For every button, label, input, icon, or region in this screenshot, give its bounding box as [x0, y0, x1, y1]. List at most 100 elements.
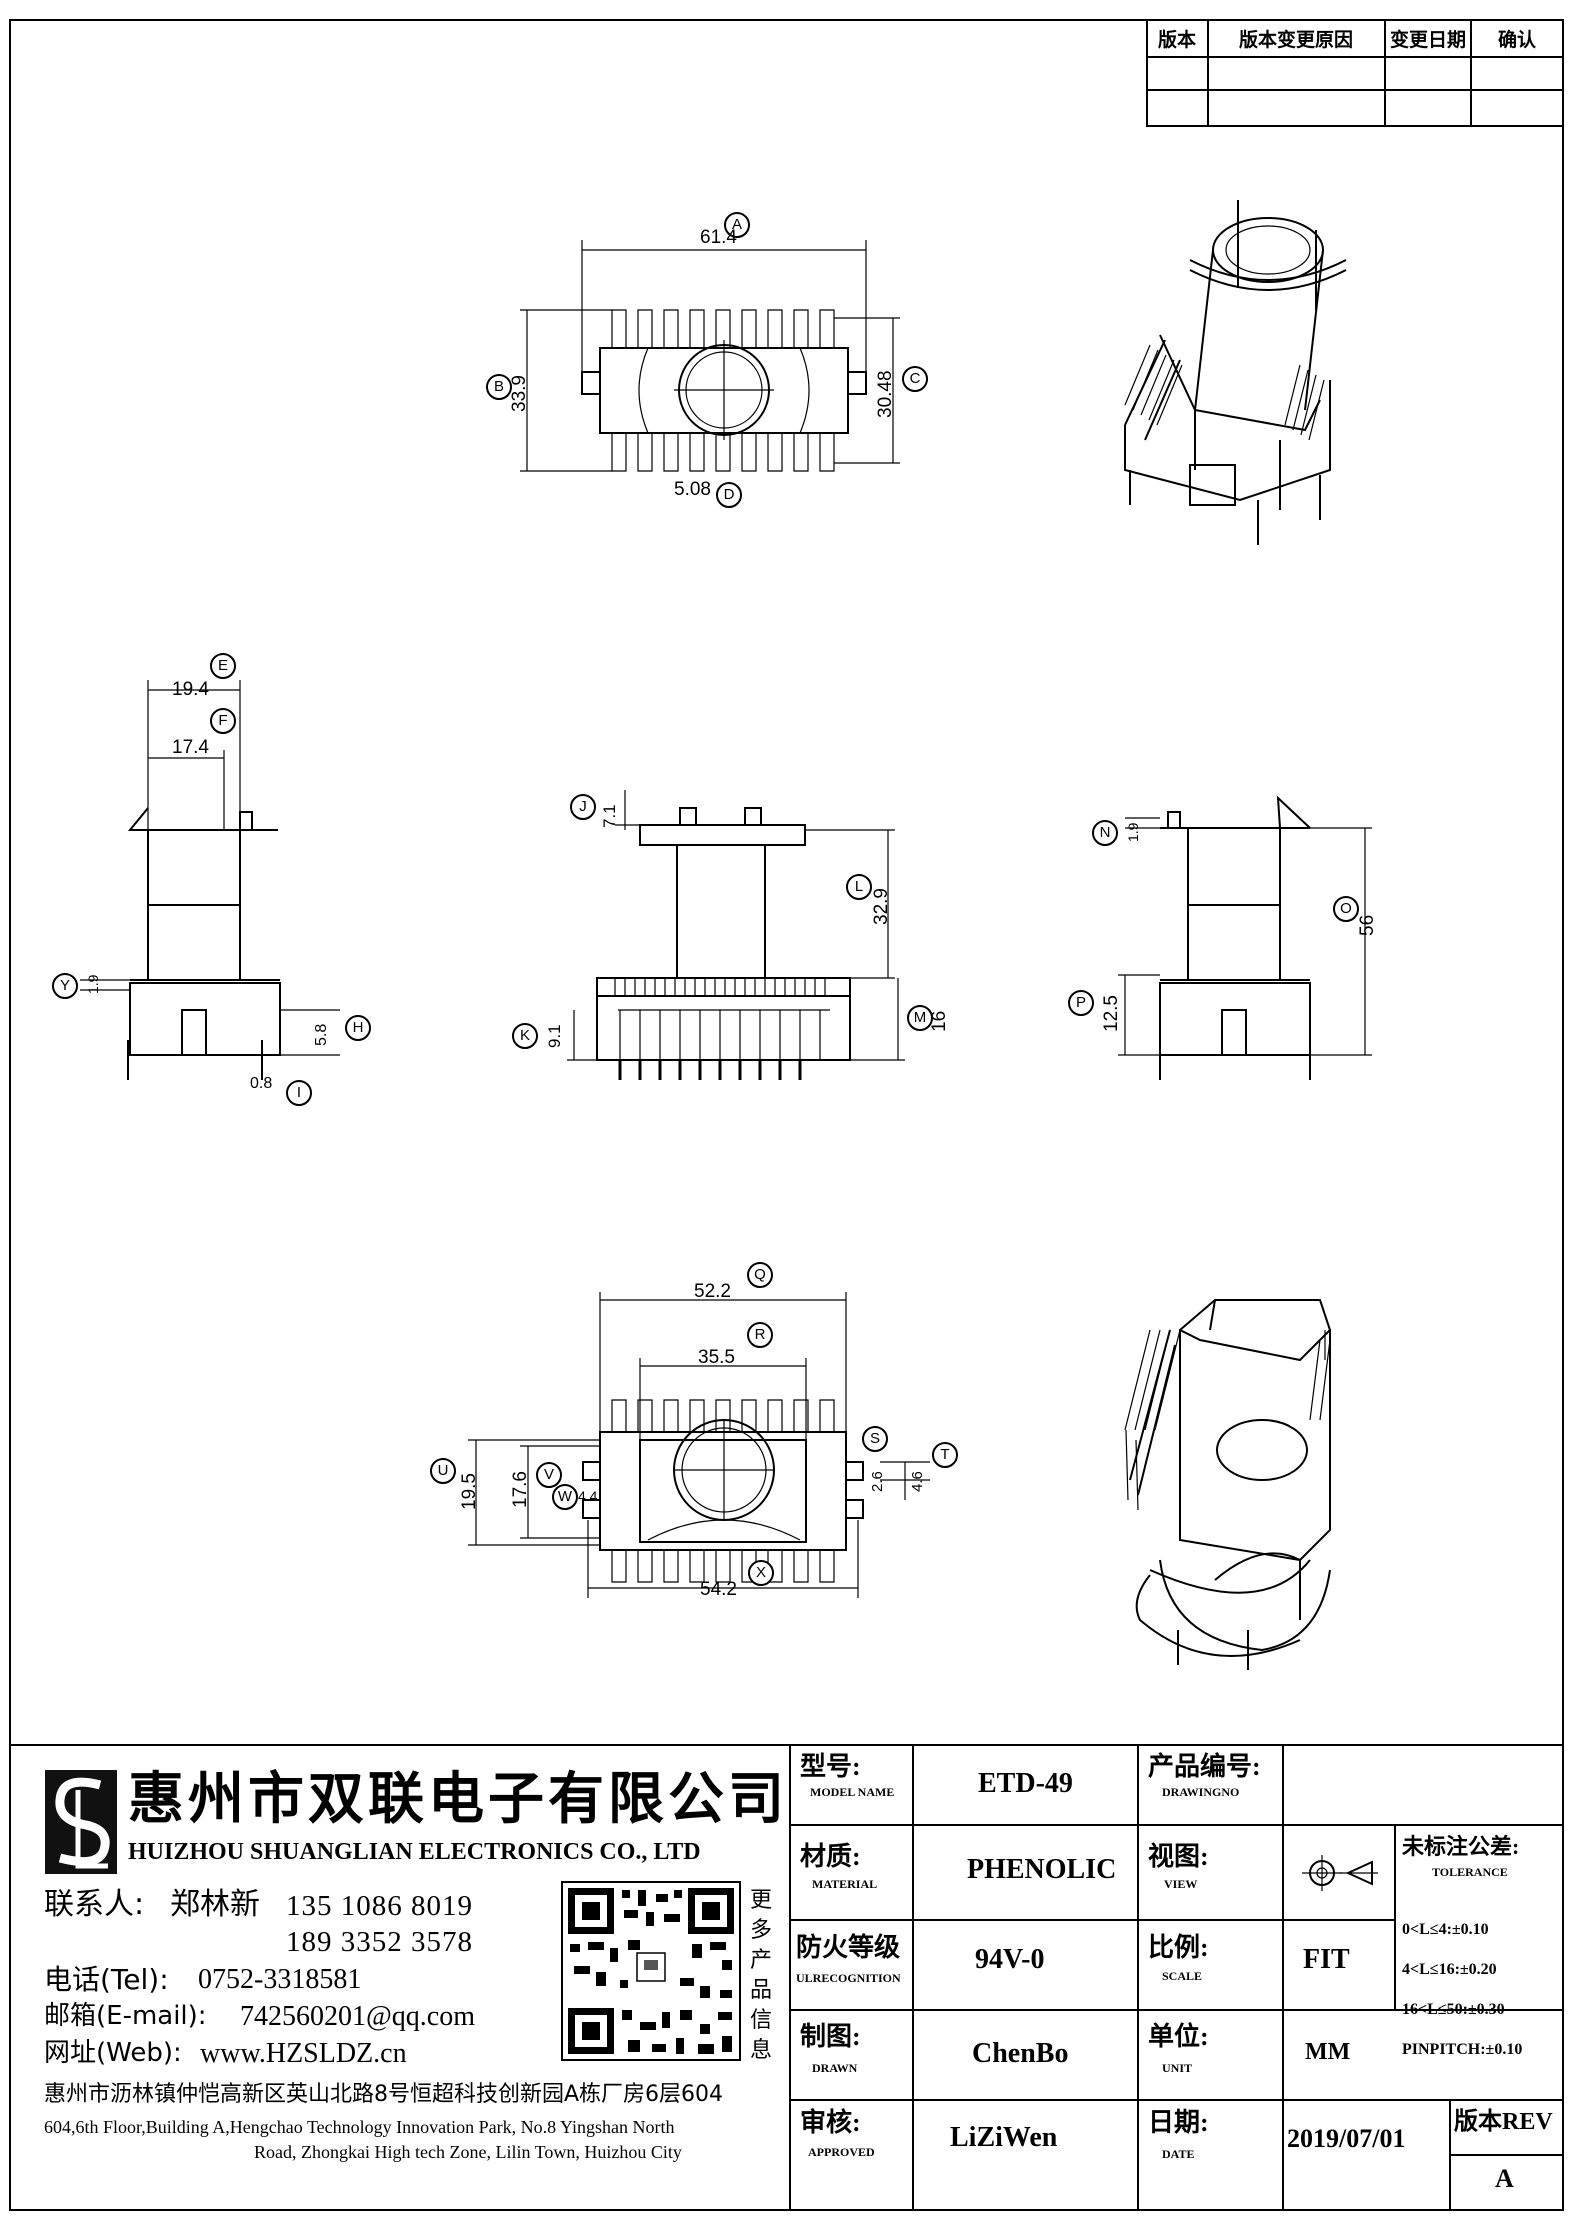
bottom-view [582, 1399, 864, 1583]
dim-R: 35.5 [698, 1347, 735, 1368]
drawn-label-en: DRAWN [812, 2061, 858, 2075]
qr-code [561, 1881, 741, 2061]
tolerance-row-4: PINPITCH:±0.10 [1402, 2041, 1523, 2058]
label-D: D [716, 482, 742, 508]
label-P: P [1068, 990, 1094, 1016]
label-J: J [570, 794, 596, 820]
approved-label-en: APPROVED [808, 2145, 875, 2159]
label-Q: Q [747, 1262, 773, 1288]
side-view-right [1159, 795, 1311, 1080]
dim-U: 19.5 [459, 1473, 480, 1510]
label-L: L [846, 874, 872, 900]
label-K: K [512, 1023, 538, 1049]
dim-D: 5.08 [674, 479, 711, 500]
dim-X: 54.2 [700, 1579, 737, 1600]
label-R: R [747, 1322, 773, 1348]
dim-A: 61.4 [700, 227, 737, 248]
view-label-en: VIEW [1164, 1877, 1198, 1891]
label-A: A [724, 212, 750, 238]
label-S: S [862, 1426, 888, 1452]
tel-label: 电话(Tel): [44, 1963, 169, 1996]
date-label-en: DATE [1162, 2147, 1195, 2161]
company-name-en: HUIZHOU SHUANGLIAN ELECTRONICS CO., LTD [128, 1839, 701, 1865]
email-value: 742560201@qq.com [240, 2001, 475, 2032]
top-view-dims [520, 240, 900, 472]
material-value: PHENOLIC [967, 1854, 1117, 1885]
side-view-left [127, 807, 281, 1080]
projection-symbol [1302, 1855, 1378, 1891]
dim-O: 56 [1357, 914, 1378, 936]
scale-label-en: SCALE [1162, 1969, 1203, 1983]
web-label: 网址(Web): [44, 2038, 182, 2068]
drawn-label-cn: 制图: [800, 2022, 861, 2051]
bottom-view-dims [468, 1292, 930, 1598]
contact-label: 联系人: [44, 1887, 145, 1922]
label-M: M [907, 1005, 933, 1031]
fire-label-cn: 防火等级 [796, 1933, 901, 1962]
tolerance-label-en: TOLERANCE [1432, 1865, 1508, 1879]
fire-label-en: ULRECOGNITION [796, 1971, 901, 1985]
drawingno-label-cn: 产品编号: [1148, 1752, 1261, 1781]
label-H: H [345, 1015, 371, 1041]
label-W: W [552, 1484, 578, 1510]
label-Y: Y [52, 973, 78, 999]
tolerance-row-2: 4<L≤16:±0.20 [1402, 1961, 1497, 1978]
iso-view-top [1124, 200, 1347, 545]
fire-value: 94V-0 [975, 1944, 1045, 1975]
drawn-value: ChenBo [972, 2038, 1069, 2069]
material-label-cn: 材质: [800, 1842, 861, 1871]
approved-label-cn: 审核: [800, 2108, 861, 2137]
dim-N: 1.9 [1125, 822, 1141, 842]
unit-label-cn: 单位: [1148, 2022, 1209, 2051]
tolerance-row-1: 0<L≤4:±0.10 [1402, 1921, 1489, 1938]
rev-value: A [1495, 2164, 1514, 2193]
label-F: F [210, 708, 236, 734]
contact-phone-1: 135 1086 8019 [286, 1890, 473, 1922]
model-label-en: MODEL NAME [810, 1785, 895, 1799]
view-label-cn: 视图: [1148, 1842, 1209, 1871]
front-view-dims [567, 790, 905, 1061]
rev-header-date: 变更日期 [1390, 28, 1466, 51]
tel-value: 0752-3318581 [198, 1964, 362, 1995]
tolerance-label-cn: 未标注公差: [1402, 1834, 1520, 1859]
contact-name: 郑林新 [170, 1887, 260, 1922]
side-view-right-dims [1118, 817, 1372, 1056]
dim-C: 30.48 [875, 370, 896, 418]
scale-value: FIT [1303, 1944, 1350, 1975]
label-U: U [430, 1458, 456, 1484]
company-name-cn: 惠州市双联电子有限公司 [128, 1769, 788, 1831]
address-cn: 惠州市沥林镇仲恺高新区英山北路8号恒超科技创新园A栋厂房6层604 [44, 2082, 724, 2107]
dim-Q: 52.2 [694, 1281, 731, 1302]
dim-T: 4.6 [909, 1471, 926, 1492]
qr-caption: 更 多 产 品 信 息 [749, 1888, 772, 2063]
revision-table: 版本 版本变更原因 变更日期 确认 [1146, 19, 1564, 127]
tolerance-row-3: 16<L≤50:±0.30 [1402, 2001, 1505, 2018]
rev-label: 版本REV [1454, 2109, 1553, 2135]
dim-I: 0.8 [250, 1075, 273, 1092]
side-view-left-dims [80, 680, 340, 1056]
model-value: ETD-49 [978, 1768, 1073, 1799]
label-N: N [1092, 820, 1118, 846]
top-view [581, 309, 867, 472]
label-T: T [932, 1442, 958, 1468]
dim-L: 32.9 [871, 888, 892, 925]
label-O: O [1333, 896, 1359, 922]
rev-header-reason: 版本变更原因 [1239, 28, 1353, 51]
contact-phone-2: 189 3352 3578 [286, 1926, 473, 1958]
unit-label-en: UNIT [1162, 2061, 1193, 2075]
label-B: B [486, 374, 512, 400]
material-label-en: MATERIAL [812, 1877, 878, 1891]
scale-label-cn: 比例: [1148, 1933, 1209, 1962]
iso-view-bottom [1124, 1299, 1331, 1670]
address-en-line-1: 604,6th Floor,Building A,Hengchao Techno… [44, 2117, 675, 2137]
unit-value: MM [1305, 2039, 1351, 2065]
drawingno-label-en: DRAWINGNO [1162, 1785, 1240, 1799]
label-E: E [210, 653, 236, 679]
dim-S: 2.6 [869, 1471, 886, 1492]
company-logo [45, 1770, 117, 1874]
dim-V: 17.6 [510, 1471, 531, 1508]
dim-Y: 1.9 [85, 974, 101, 994]
date-label-cn: 日期: [1148, 2108, 1209, 2137]
approved-value: LiZiWen [950, 2122, 1058, 2153]
